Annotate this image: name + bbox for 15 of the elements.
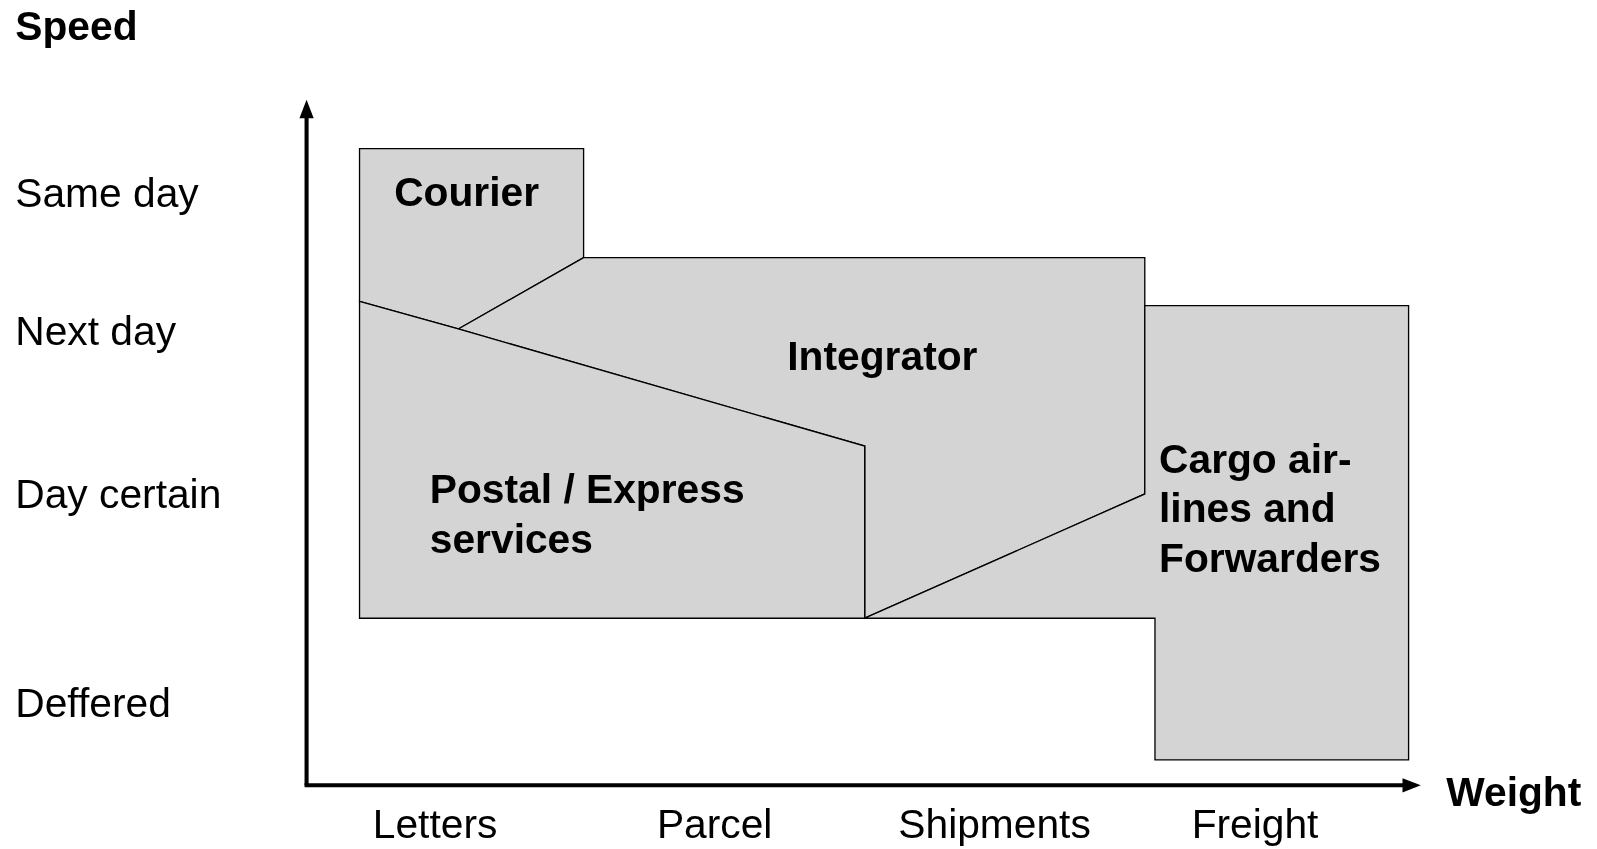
region-label: Courier [394, 168, 541, 216]
weight-class-label: Parcel [656, 800, 773, 848]
region-label: Cargo air- lines and Forwarders [1159, 434, 1382, 583]
speed-level-label: Same day [15, 169, 199, 216]
weight-class-label: Shipments [898, 800, 1091, 848]
market-region [359, 148, 584, 329]
region-label: Postal / Express services [429, 465, 746, 564]
weight-class-label: Freight [1191, 800, 1319, 848]
speed-level-label: Deffered [15, 679, 171, 727]
region-label: Integrator [787, 332, 979, 380]
speed-level-label: Day certain [15, 470, 222, 518]
axis-title: Weight [1446, 767, 1582, 815]
speed-level-label: Next day [15, 307, 177, 355]
axis-title: Speed [15, 2, 138, 49]
weight-class-label: Letters [372, 800, 498, 848]
